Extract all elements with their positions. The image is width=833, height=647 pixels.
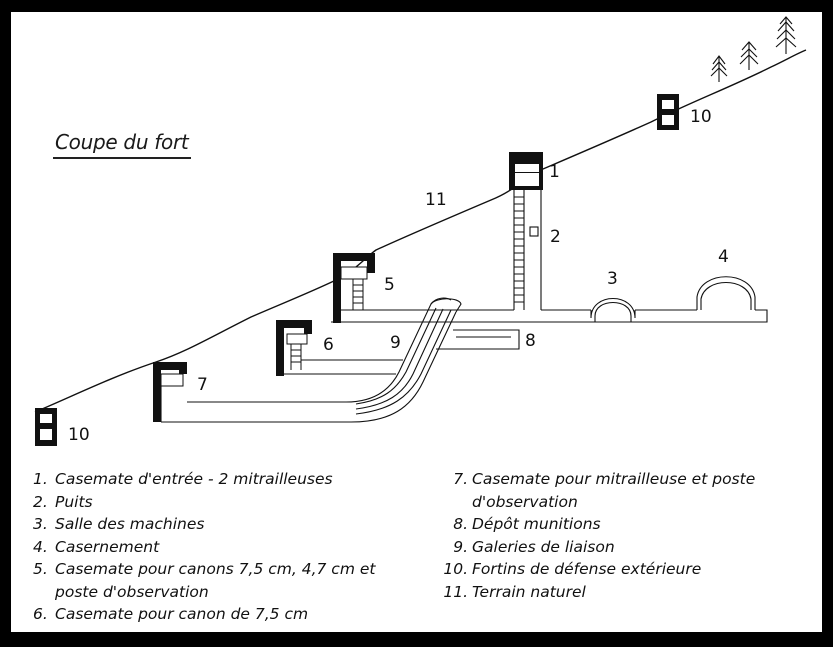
label-9: 9 [390,333,401,353]
legend-num: 9. [453,537,468,556]
legend-text: Galeries de liaison [472,537,615,556]
label-10-top: 10 [690,107,712,127]
legend-text: Salle des machines [55,515,205,533]
label-6: 6 [323,335,334,355]
label-1: 1 [549,162,560,182]
label-2: 2 [550,227,561,247]
legend-num: 4. [33,537,48,556]
legend-item: 6. Casemate pour canon de 7,5 cm [33,603,403,626]
legend-text: Casemate d'entrée - 2 mitrailleuses [55,470,333,488]
legend-item: 9.Galeries de liaison [436,536,816,559]
title-underline [53,157,191,159]
legend-text: Puits [55,492,93,511]
legend-text: Dépôt munitions [472,515,601,533]
legend-num: 1. [33,470,48,488]
legend-text: Terrain naturel [472,582,586,601]
casemate-1-entrance [509,152,543,190]
legend-right: 7.Casemate pour mitrailleuse et poste d'… [436,468,816,603]
drawing-sheet: 1 2 3 4 5 6 7 8 9 10 10 11 Coupe du fort… [11,12,822,632]
terrain-line [34,49,807,413]
legend-item: 1. Casemate d'entrée - 2 mitrailleuses [33,468,403,491]
gallery-9 [160,297,462,423]
fortin-10-top [657,94,679,130]
tree-icon-2 [739,41,759,70]
legend-text: Casemate pour canons 7,5 cm, 4,7 cm et p… [55,560,381,601]
main-gallery [331,276,768,323]
tree-icon-3 [775,16,797,54]
legend-text: Casemate pour mitrailleuse et poste d'ob… [472,470,761,511]
legend-item: 2. Puits [33,491,403,514]
legend-num: 5. [33,560,48,578]
label-8: 8 [525,331,536,351]
legend-num: 6. [33,605,48,623]
label-10-bottom: 10 [68,425,90,445]
legend-item: 7.Casemate pour mitrailleuse et poste d'… [436,468,816,513]
label-7: 7 [197,375,208,395]
tree-icons [710,16,797,82]
legend-text: Casemate pour canon de 7,5 cm [55,605,309,623]
legend-left: 1. Casemate d'entrée - 2 mitrailleuses 2.… [33,468,403,626]
label-5: 5 [384,275,395,295]
legend-item: 8.Dépôt munitions [436,513,816,536]
legend-text: Casernement [55,537,160,556]
depot-munitions-8 [436,329,520,350]
legend-text: Fortins de défense extérieure [472,560,702,578]
casemate-5 [333,253,375,323]
diagram-title: Coupe du fort [55,130,189,154]
legend-item: 3. Salle des machines [33,513,403,536]
legend-num: 8. [453,515,468,533]
shaft-2 [513,190,542,310]
legend-num: 2. [33,492,48,511]
casemate-7 [153,362,187,422]
fortin-10-bottom [35,408,57,446]
label-4: 4 [718,247,729,267]
label-11: 11 [425,190,447,210]
legend-item: 4. Casernement [33,536,403,559]
legend-item: 11.Terrain naturel [436,581,816,604]
legend-item: 10.Fortins de défense extérieure [436,558,816,581]
legend-num: 10. [443,560,468,578]
tree-icon-1 [710,55,728,82]
legend-num: 7. [453,470,468,488]
legend-num: 3. [33,515,48,533]
legend-num: 11. [443,582,468,601]
casemate-6 [276,320,403,376]
fort-cross-section: 1 2 3 4 5 6 7 8 9 10 10 11 [34,16,807,446]
legend-item: 5. Casemate pour canons 7,5 cm, 4,7 cm et… [33,558,403,603]
label-3: 3 [607,269,618,289]
